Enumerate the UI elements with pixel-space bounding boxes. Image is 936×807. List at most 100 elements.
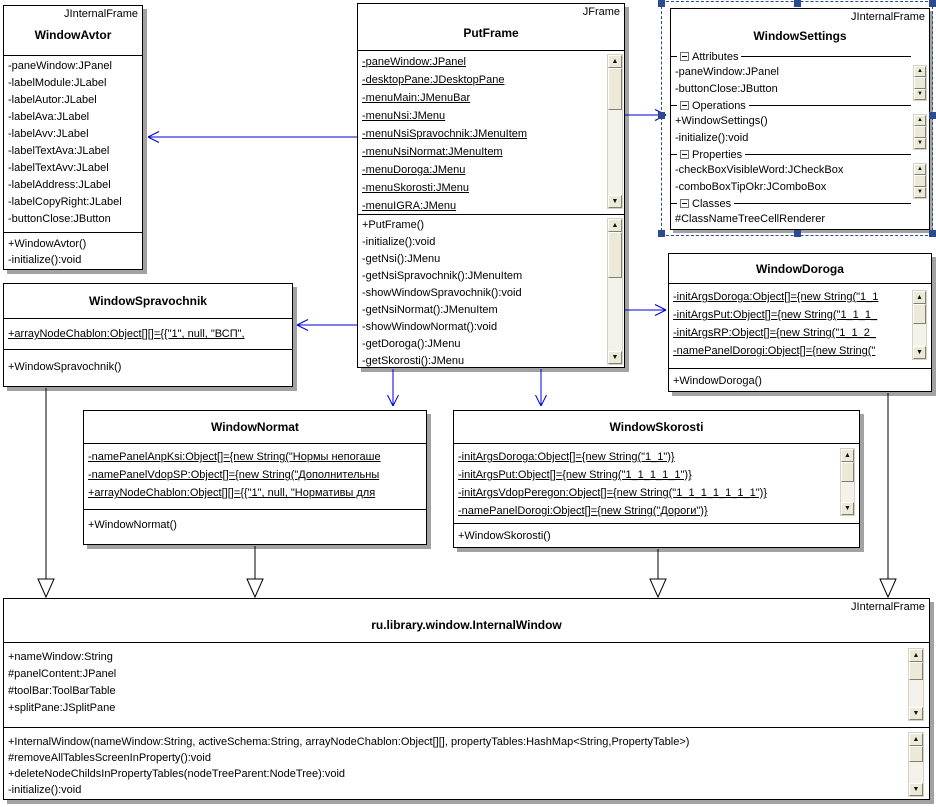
class-box-window-avtor[interactable]: JInternalFrame WindowAvtor -paneWindow:J…	[3, 5, 143, 270]
scrollbar-vertical[interactable]: ▲ ▼	[913, 65, 927, 101]
selection-handle[interactable]	[658, 230, 665, 237]
scrollbar-track[interactable]	[608, 278, 622, 351]
section-label: Operations	[692, 99, 746, 112]
section-label: Properties	[692, 148, 743, 161]
scrollbar-thumb[interactable]	[914, 175, 926, 187]
collapse-icon[interactable]	[680, 199, 689, 208]
stereotype-label: JInternalFrame	[851, 601, 925, 613]
scroll-down-icon[interactable]: ▼	[914, 187, 926, 198]
scrollbar-vertical[interactable]: ▲ ▼	[913, 114, 927, 150]
selection-handle[interactable]	[929, 230, 936, 237]
attributes-compartment: -initArgsDoroga:Object[]={new String("1_…	[669, 284, 931, 368]
attribute: -labelModule:JLabel	[8, 77, 107, 89]
attribute: -menuIGRA:JMenu	[362, 200, 457, 212]
scroll-up-icon[interactable]: ▲	[841, 449, 854, 462]
scrollbar-thumb[interactable]	[913, 304, 926, 324]
scroll-up-icon[interactable]: ▲	[608, 219, 622, 232]
attribute: -paneWindow:JPanel	[675, 66, 779, 78]
arrow-putframe-to-windowspravochnik[interactable]	[296, 319, 357, 331]
scroll-down-icon[interactable]: ▼	[914, 89, 926, 100]
scrollbar-vertical[interactable]: ▲ ▼	[912, 290, 927, 360]
method: -getNsi():JMenu	[362, 253, 441, 265]
selection-handle[interactable]	[929, 112, 936, 119]
scroll-up-icon[interactable]: ▲	[913, 291, 926, 304]
scroll-down-icon[interactable]: ▼	[913, 346, 926, 359]
scrollbar-vertical[interactable]: ▲ ▼	[913, 163, 927, 199]
scroll-up-icon[interactable]: ▲	[909, 733, 923, 746]
scrollbar-thumb[interactable]	[608, 68, 622, 110]
scrollbar-track[interactable]	[841, 482, 854, 502]
section-header-operations: Operations	[671, 98, 929, 113]
class-name: WindowSettings	[753, 29, 847, 43]
method: +WindowSpravochnik()	[8, 361, 122, 373]
class-box-window-settings[interactable]: JInternalFrame WindowSettings Attributes…	[670, 8, 930, 230]
scrollbar-vertical[interactable]: ▲ ▼	[607, 218, 623, 365]
scroll-down-icon[interactable]: ▼	[841, 502, 854, 515]
scrollbar-vertical[interactable]: ▲ ▼	[908, 732, 924, 797]
attribute: -buttonClose:JButton	[675, 83, 778, 95]
scroll-down-icon[interactable]: ▼	[608, 351, 622, 364]
selection-handle[interactable]	[658, 112, 665, 119]
attribute: -paneWindow:JPanel	[8, 60, 112, 72]
class-box-window-skorosti[interactable]: WindowSkorosti -initArgsDoroga:Object[]=…	[453, 410, 860, 548]
arrow-putframe-to-windowdoroga[interactable]	[625, 304, 667, 316]
class-box-window-normat[interactable]: WindowNormat -namePanelAnpKsi:Object[]={…	[83, 410, 427, 545]
scroll-up-icon[interactable]: ▲	[914, 164, 926, 175]
scrollbar-track[interactable]	[909, 680, 923, 707]
attribute: -labelTextAva:JLabel	[8, 145, 110, 157]
selection-handle[interactable]	[794, 230, 801, 237]
arrow-putframe-to-windowskorosti[interactable]	[535, 369, 547, 407]
collapse-icon[interactable]	[680, 52, 689, 61]
method: -initialize():void	[362, 236, 436, 248]
scrollbar-vertical[interactable]: ▲ ▼	[607, 54, 623, 209]
class-box-window-doroga[interactable]: WindowDoroga -initArgsDoroga:Object[]={n…	[668, 253, 932, 392]
divider	[671, 203, 677, 204]
scroll-down-icon[interactable]: ▼	[914, 138, 926, 149]
attribute: -paneWindow:JPanel	[362, 56, 466, 68]
scrollbar-thumb[interactable]	[914, 126, 926, 138]
arrow-putframe-to-windownormat[interactable]	[387, 369, 399, 407]
selection-handle[interactable]	[929, 0, 936, 7]
class-box-put-frame[interactable]: JFrame PutFrame -paneWindow:JPanel -desk…	[357, 3, 625, 368]
method: +WindowSkorosti()	[458, 530, 551, 542]
class-header: JFrame PutFrame	[358, 4, 624, 51]
scroll-down-icon[interactable]: ▼	[608, 195, 622, 208]
scrollbar-vertical[interactable]: ▲ ▼	[908, 648, 924, 721]
attribute: -labelAvv:JLabel	[8, 128, 89, 140]
scrollbar-thumb[interactable]	[608, 232, 622, 278]
scroll-up-icon[interactable]: ▲	[909, 649, 923, 662]
divider	[741, 56, 911, 57]
attributes-compartment: -initArgsDoroga:Object[]={new String("1_…	[454, 444, 859, 523]
scroll-down-icon[interactable]: ▼	[909, 707, 923, 720]
class-box-internal-window[interactable]: JInternalFrame ru.library.window.Interna…	[3, 598, 930, 800]
scrollbar-track[interactable]	[608, 110, 622, 195]
collapse-icon[interactable]	[680, 150, 689, 159]
scrollbar-thumb[interactable]	[909, 662, 923, 680]
arrow-putframe-to-windowavtor[interactable]	[147, 131, 357, 143]
class-header: JInternalFrame ru.library.window.Interna…	[4, 599, 929, 643]
attributes-compartment: +nameWindow:String #panelContent:JPanel …	[4, 643, 929, 727]
scroll-up-icon[interactable]: ▲	[608, 55, 622, 68]
scroll-down-icon[interactable]: ▼	[909, 783, 923, 796]
selection-handle[interactable]	[794, 0, 801, 7]
method: -initialize():void	[675, 132, 749, 144]
collapse-icon[interactable]	[680, 101, 689, 110]
scroll-up-icon[interactable]: ▲	[914, 66, 926, 77]
selection-handle[interactable]	[658, 0, 665, 7]
scrollbar-thumb[interactable]	[909, 746, 923, 762]
scrollbar-thumb[interactable]	[914, 77, 926, 89]
inheritance-triangle-icon	[246, 578, 264, 599]
scroll-up-icon[interactable]: ▲	[914, 115, 926, 126]
attribute: -desktopPane:JDesktopPane	[362, 74, 505, 86]
stereotype-label: JFrame	[582, 6, 620, 18]
scrollbar-track[interactable]	[909, 762, 923, 783]
scrollbar-thumb[interactable]	[841, 462, 854, 482]
attribute: +splitPane:JSplitPane	[8, 702, 116, 714]
class-box-window-spravochnik[interactable]: WindowSpravochnik +arrayNodeChablon:Obje…	[3, 283, 293, 387]
attributes-compartment: +arrayNodeChablon:Object[][]={{"1", null…	[4, 319, 292, 349]
attribute: -initArgsPut:Object[]={new String("1_1_1…	[673, 309, 878, 321]
scrollbar-vertical[interactable]: ▲ ▼	[840, 448, 855, 516]
scrollbar-track[interactable]	[913, 324, 926, 346]
section-header-attributes: Attributes	[671, 49, 929, 64]
